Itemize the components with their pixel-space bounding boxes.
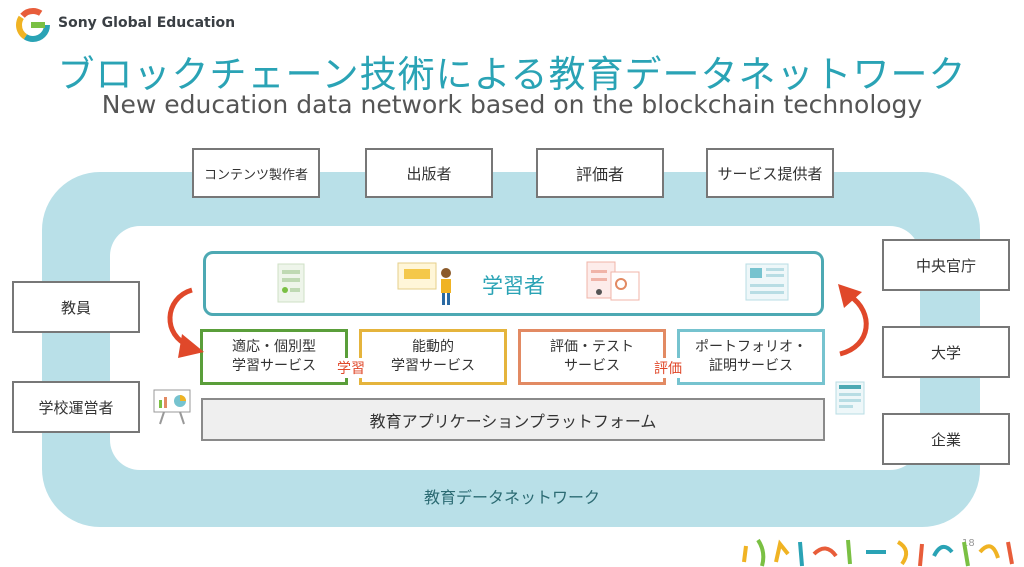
page-number: 18 <box>962 538 975 549</box>
actor-publisher: 出版者 <box>365 148 493 198</box>
actor-school-administrator: 学校運営者 <box>12 381 140 433</box>
learner-box <box>203 251 824 316</box>
presentation-learner-illustration <box>397 262 451 305</box>
actor-university: 大学 <box>882 326 1010 378</box>
service-active-learning: 能動的 学習サービス <box>359 329 507 385</box>
document-icon <box>835 381 865 415</box>
education-data-network-label: 教育データネットワーク <box>423 488 600 507</box>
brand-name: Sony Global Education <box>58 15 236 31</box>
learner-label: 学習者 <box>482 274 545 298</box>
portfolio-illustration <box>745 263 789 301</box>
connector-label-learning: 学習 <box>335 358 367 378</box>
actor-evaluator: 評価者 <box>536 148 664 198</box>
education-application-platform: 教育アプリケーションプラットフォーム <box>201 398 825 441</box>
actor-content-creator: コンテンツ製作者 <box>192 148 320 198</box>
whiteboard-chart-icon <box>153 389 191 425</box>
decorative-strokes <box>742 538 1014 567</box>
evaluation-illustration <box>586 261 640 301</box>
connector-label-evaluation: 評価 <box>652 358 684 378</box>
curved-arrow-left <box>167 287 204 358</box>
actor-company: 企業 <box>882 413 1010 465</box>
actor-central-government: 中央官庁 <box>882 239 1010 291</box>
actor-teacher: 教員 <box>12 281 140 333</box>
service-evaluation-test: 評価・テスト サービス <box>518 329 666 385</box>
service-portfolio-certification: ポートフォリオ・ 証明サービス <box>677 329 825 385</box>
checklist-illustration <box>277 263 305 303</box>
actor-service-provider: サービス提供者 <box>706 148 834 198</box>
page-title: ブロックチェーン技術による教育データネットワーク <box>57 53 967 96</box>
sony-global-education-logo <box>16 8 50 42</box>
curved-arrow-right <box>838 284 869 357</box>
page-subtitle: New education data network based on the … <box>101 90 923 119</box>
service-adaptive-learning: 適応・個別型 学習サービス <box>200 329 348 385</box>
